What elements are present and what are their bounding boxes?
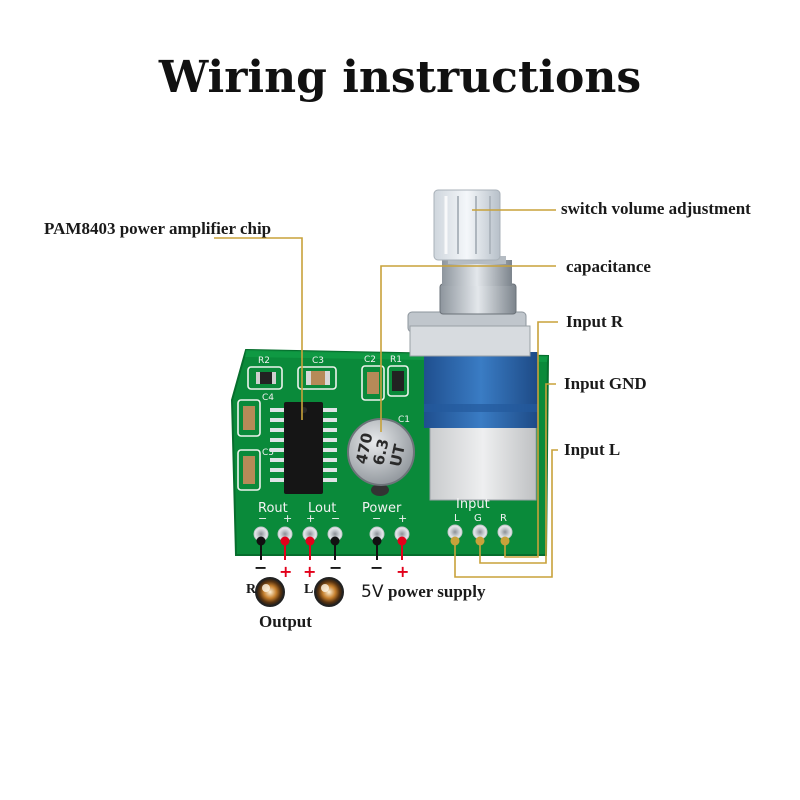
sign-power-negative: − [370,558,384,577]
silk-c4: C4 [262,393,274,403]
silk-minus-3: − [372,512,381,525]
label-speaker-l: L [304,582,314,597]
electrolytic-capacitor: 470 6.3 UT [347,418,415,496]
silk-c3: C3 [312,356,324,366]
silk-lout: Lout [308,501,336,516]
sign-lout-positive: + [303,562,317,581]
leader-lines [214,209,558,578]
silk-pin-l: L [454,513,460,524]
label-input-gnd: Input GND [564,374,647,393]
page-title: Wiring instructions [158,52,642,103]
sign-rout-positive: + [279,562,293,581]
cap-brand: UT [386,442,408,468]
silk-c5: C5 [262,448,274,458]
silk-plus-3: + [398,512,407,525]
pam8403-chip [270,402,337,494]
label-5v: 5V [361,582,384,602]
silk-plus-2: + [306,512,315,525]
silk-rout: Rout [258,501,288,516]
label-volume: switch volume adjustment [561,199,751,218]
cap-voltage: 6.3 [369,437,392,467]
volume-potentiometer [407,189,538,501]
label-input-r: Input R [566,312,624,331]
silk-c1: C1 [398,415,410,425]
silk-input: Input [456,497,490,512]
sign-rout-negative: − [254,558,268,577]
silk-r2: R2 [258,356,270,366]
silk-plus-1: + [283,512,292,525]
label-input-l: Input L [564,440,621,459]
speaker-l-icon [314,577,344,607]
silk-pin-g: G [474,513,482,524]
label-capacitance: capacitance [566,257,651,276]
smd-parts [243,371,404,484]
silk-minus-1: − [258,512,267,525]
label-output: Output [259,612,312,631]
silk-r1: R1 [390,355,402,365]
label-speaker-r: R [246,582,257,597]
sign-power-positive: + [396,562,410,581]
sign-lout-negative: − [329,558,343,577]
silk-power: Power [362,501,402,516]
silk-pin-r: R [500,513,507,524]
smd-components [237,365,409,491]
label-chip: PAM8403 power amplifier chip [44,219,272,238]
silk-minus-2: − [331,512,340,525]
silk-c2: C2 [364,355,376,365]
speaker-r-icon [255,577,285,607]
label-power-supply: power supply [388,582,486,601]
